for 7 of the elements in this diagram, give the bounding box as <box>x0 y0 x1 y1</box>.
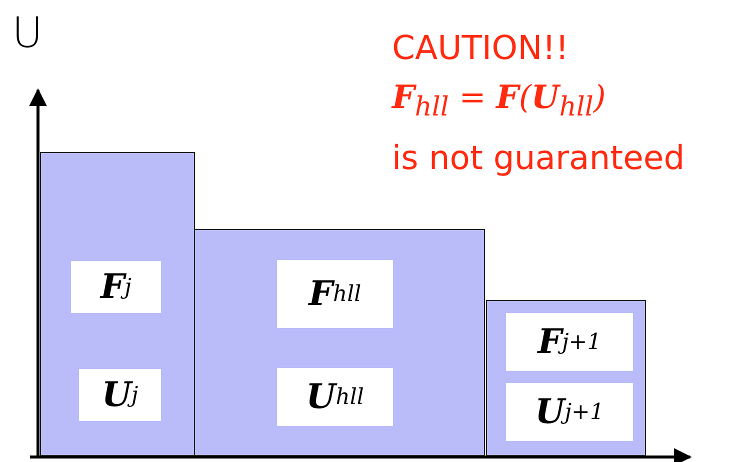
axis-label: U <box>12 8 43 57</box>
bar <box>194 229 485 456</box>
caution-text: CAUTION!! <box>392 28 569 67</box>
caution-text: is not guaranteed <box>392 138 685 177</box>
bar <box>486 300 646 456</box>
bar <box>40 152 195 456</box>
formula: F$_{hll}$ = F(U$_{hll}$) <box>392 78 606 122</box>
